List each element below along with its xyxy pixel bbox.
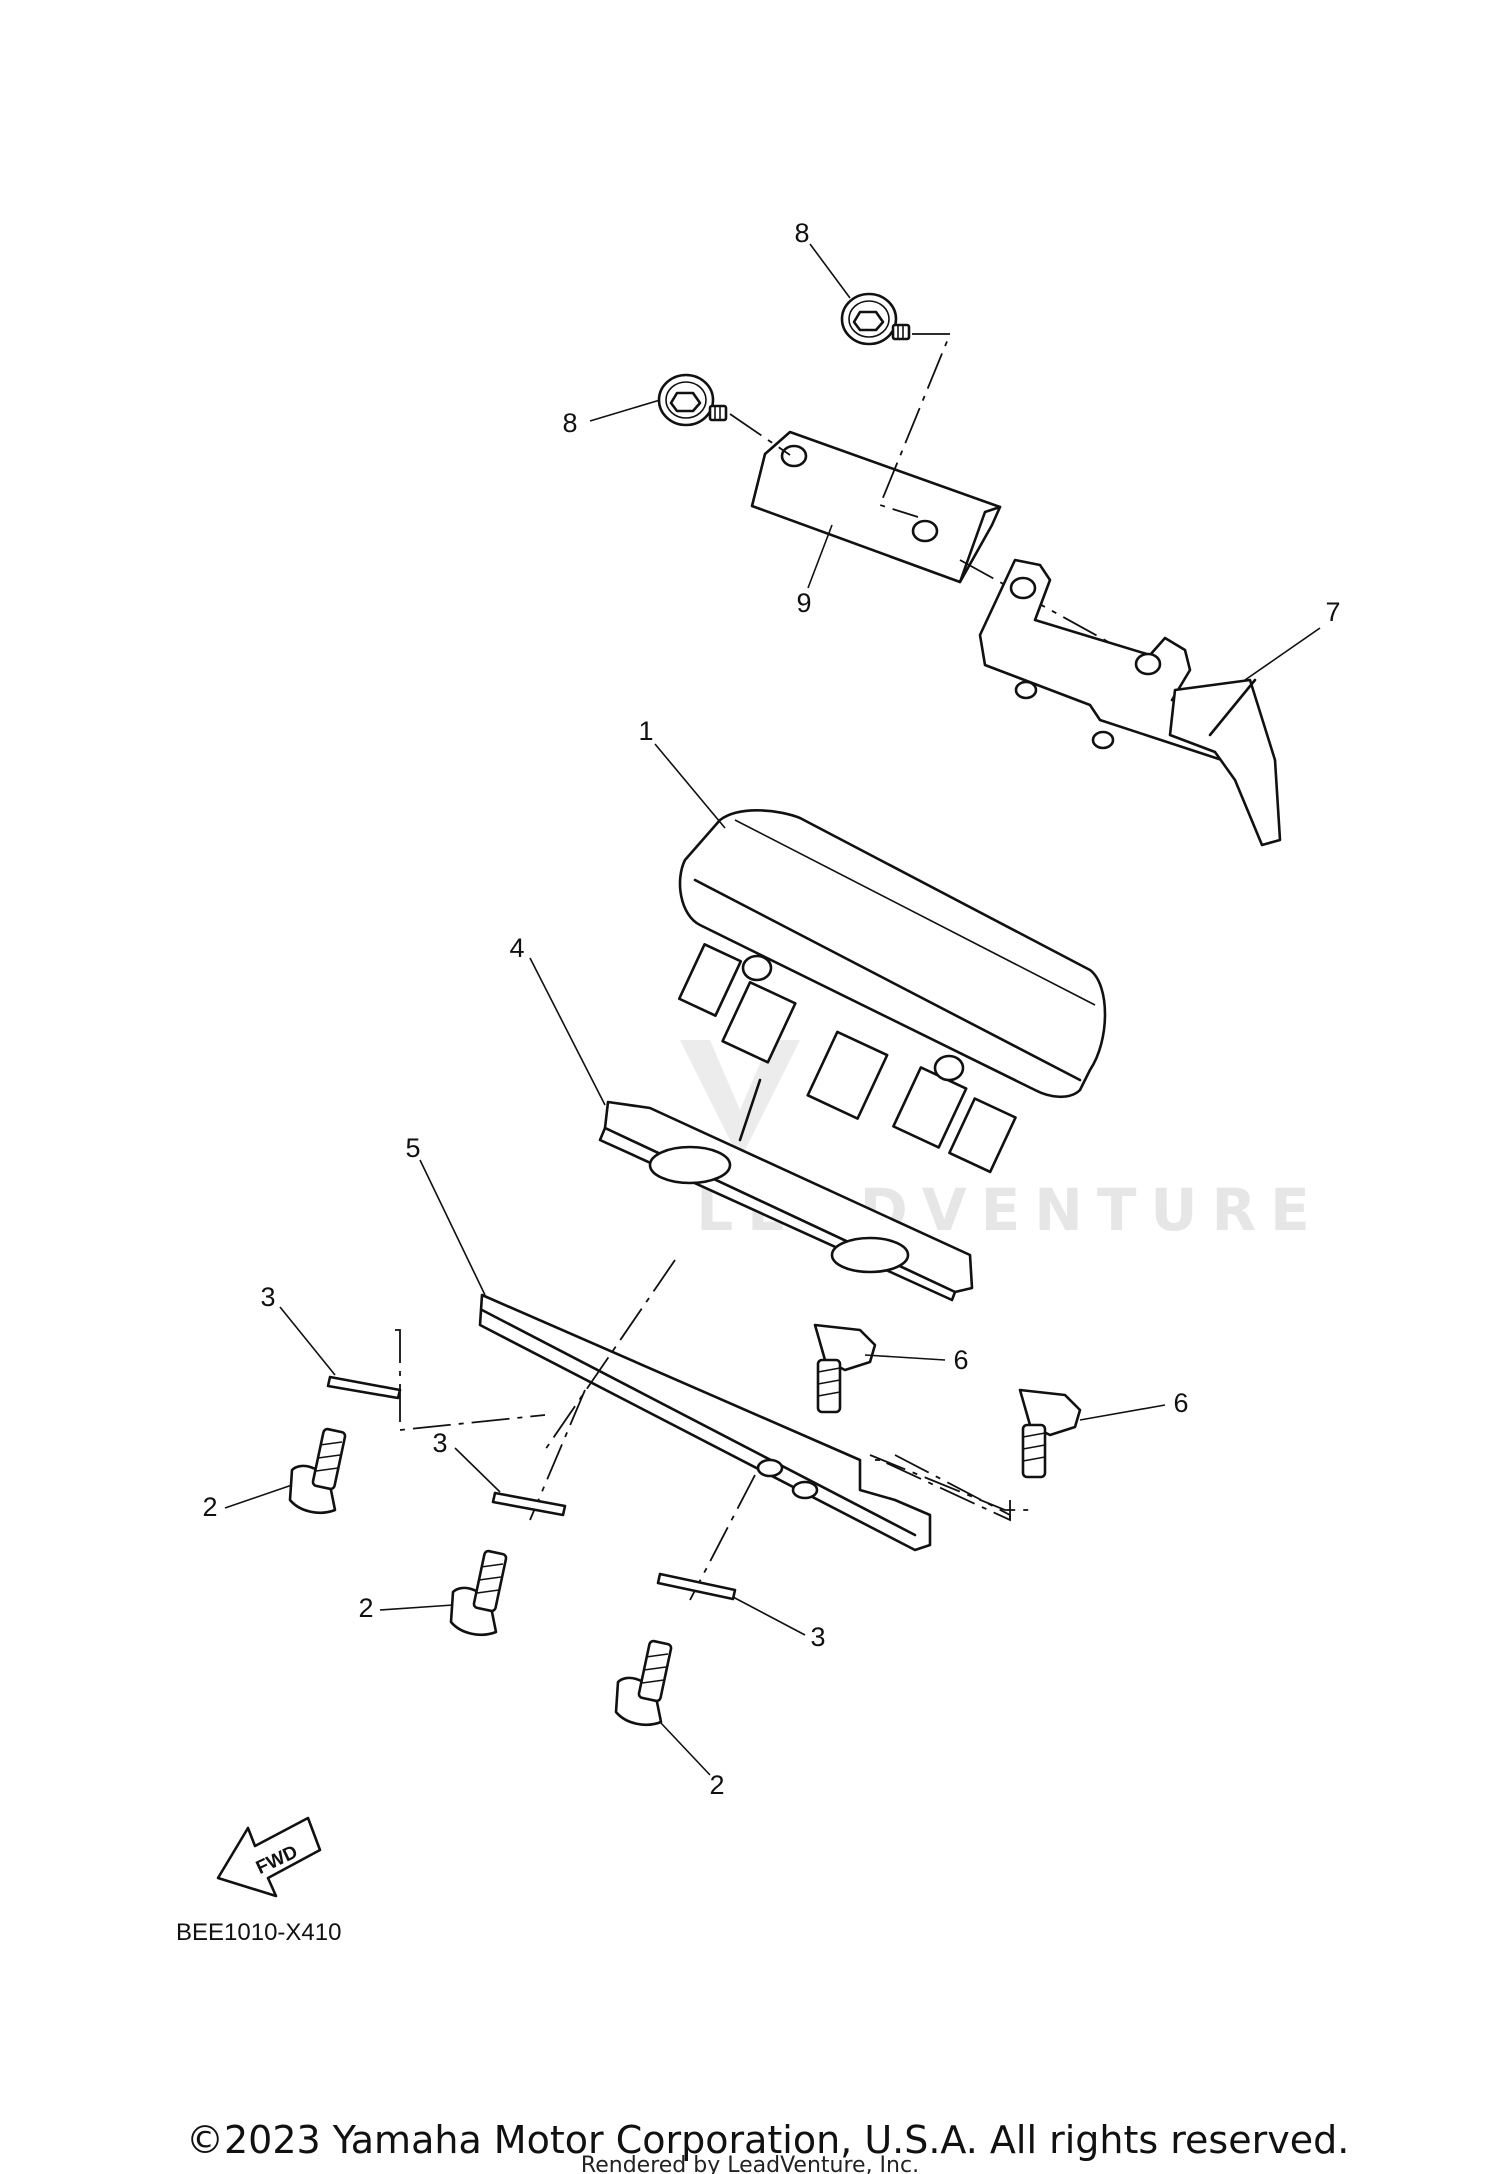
callout-6-left: 6 [953, 1345, 968, 1375]
screw-6-left[interactable] [813, 1323, 877, 1414]
callout-3-middle: 3 [432, 1428, 447, 1458]
washer-3-right[interactable] [656, 1572, 737, 1601]
bracket-7[interactable] [978, 558, 1282, 847]
screw-2-right[interactable] [614, 1639, 673, 1726]
callout-2-middle: 2 [358, 1593, 373, 1623]
callout-labels: 8 8 9 7 1 4 5 3 2 3 2 3 2 6 6 [202, 218, 1340, 1800]
leader-lines [224, 243, 1321, 1776]
callout-8-upper: 8 [794, 218, 809, 248]
washer-3-left[interactable] [326, 1375, 402, 1400]
callout-7: 7 [1325, 597, 1340, 627]
callout-8-lower: 8 [562, 408, 577, 438]
callout-1: 1 [638, 716, 653, 746]
callout-9: 9 [796, 588, 811, 618]
copyright-notice: ©2023 Yamaha Motor Corporation, U.S.A. A… [186, 2118, 1349, 2162]
screw-2-left[interactable] [288, 1427, 347, 1514]
callout-3-left: 3 [260, 1282, 275, 1312]
callout-3-right: 3 [810, 1622, 825, 1652]
meter-assembly-1[interactable] [677, 809, 1107, 1174]
damper-plate-4[interactable] [598, 1078, 974, 1302]
callout-4: 4 [509, 933, 524, 963]
fwd-arrow-icon: FWD [216, 1816, 322, 1898]
callout-5: 5 [405, 1133, 420, 1163]
screw-2-middle[interactable] [449, 1549, 508, 1636]
bolt-8-lower[interactable] [657, 373, 728, 427]
washer-3-middle[interactable] [491, 1491, 567, 1517]
callout-6-right: 6 [1173, 1388, 1188, 1418]
bolt-8-upper[interactable] [840, 292, 911, 346]
base-plate-5[interactable] [478, 1293, 932, 1552]
screw-6-right[interactable] [1018, 1388, 1082, 1479]
callout-2-left: 2 [202, 1492, 217, 1522]
callout-2-right: 2 [709, 1770, 724, 1800]
rendered-by-notice: Rendered by LeadVenture, Inc. [581, 2153, 919, 2174]
diagram-code: BEE1010-X410 [176, 1919, 341, 1946]
plate-9[interactable] [750, 430, 1002, 584]
